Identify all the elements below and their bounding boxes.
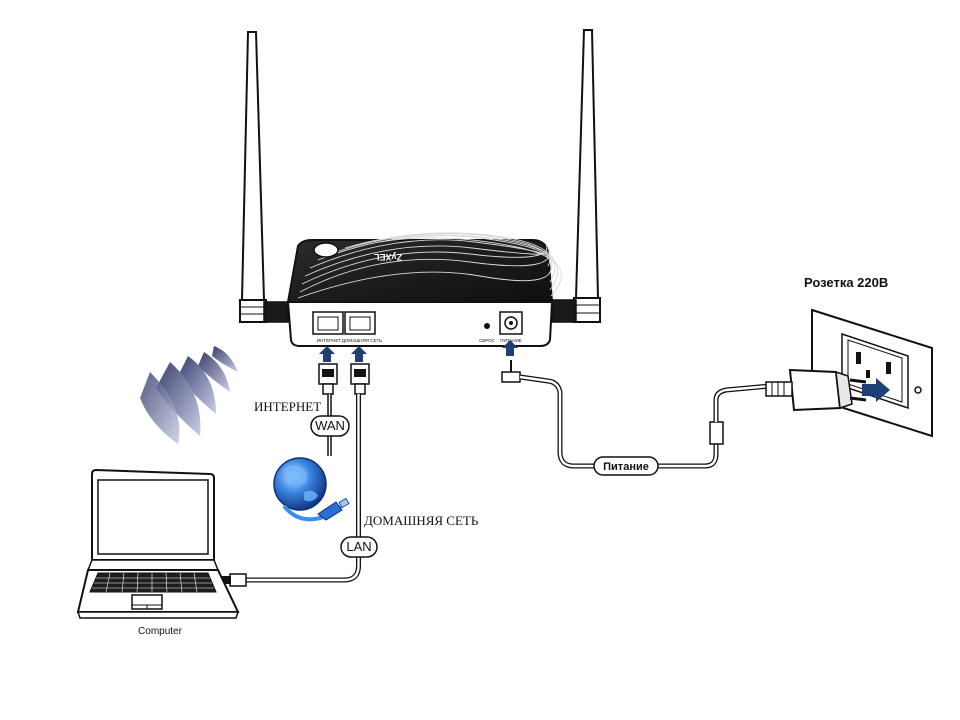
- ferrite-bead: [709, 421, 724, 445]
- reset-button: [484, 323, 490, 329]
- lan-cable: [222, 363, 370, 587]
- router-brand-text: ZyXEL: [373, 252, 402, 262]
- port-label-power: ПИТАНИЕ: [500, 338, 522, 343]
- port-label-reset: СБРОС: [479, 338, 496, 343]
- arrow-outlet: [862, 378, 890, 402]
- port-label-internet: ИНТЕРНЕТ: [317, 338, 341, 343]
- power-cable: [501, 360, 771, 469]
- lan-label: LAN: [346, 539, 371, 554]
- arrow-power: [502, 340, 518, 356]
- internet-label: ИНТЕРНЕТ: [254, 399, 321, 414]
- arrow-lan: [351, 346, 367, 362]
- router-power-button: [313, 242, 339, 258]
- globe-icon: [273, 457, 350, 522]
- home-network-label: ДОМАШНЯЯ СЕТЬ: [364, 513, 479, 528]
- power-badge: Питание: [593, 456, 659, 476]
- lan-badge: LAN: [340, 536, 378, 558]
- router-top-texture: [297, 232, 562, 299]
- power-adapter: [765, 368, 867, 412]
- connection-arrows: [319, 340, 518, 362]
- power-label: Питание: [603, 461, 649, 473]
- antenna-left: [239, 31, 289, 323]
- wan-cable: [318, 363, 338, 456]
- wan-badge: WAN: [310, 415, 350, 437]
- arrow-wan: [319, 346, 335, 362]
- port-label-home: ДОМАШНЯЯ СЕТЬ: [342, 338, 382, 343]
- outlet-label: Розетка 220В: [804, 275, 888, 290]
- computer-label: Computer: [138, 626, 183, 637]
- wan-label: WAN: [315, 418, 345, 433]
- wifi-icon: [140, 346, 238, 444]
- laptop-computer: [76, 468, 240, 619]
- router: ZyXEL ИНТЕРНЕТ ДОМАШНЯЯ СЕТЬ СБРОС ПИТАН…: [286, 232, 562, 347]
- antenna-right: [551, 29, 601, 323]
